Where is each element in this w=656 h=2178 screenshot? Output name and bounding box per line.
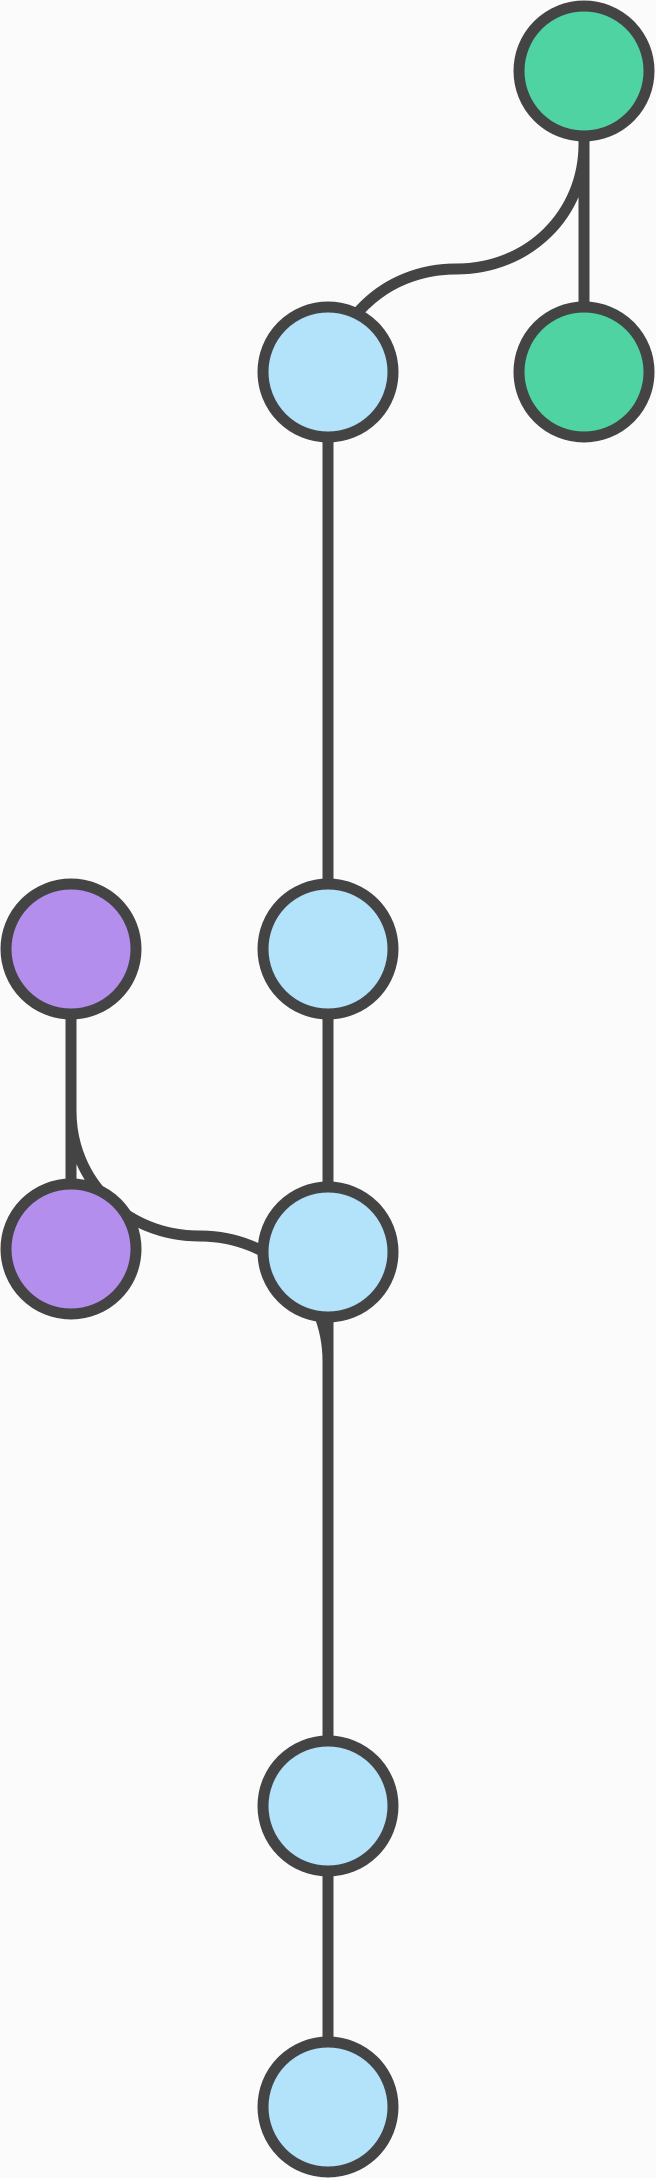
commit-node-main	[257, 2036, 399, 2178]
commit-node-main	[257, 878, 399, 1020]
commit-node-feature-green	[513, 301, 655, 443]
commit-node-feature-purple	[0, 1178, 142, 1320]
commit-node-main	[257, 1181, 399, 1323]
commit-node-main	[257, 301, 399, 443]
branch-edge	[322, 143, 590, 949]
commit-node-feature-purple	[0, 878, 142, 1020]
commit-node-main	[257, 1735, 399, 1877]
commit-node-feature-green	[513, 0, 655, 142]
